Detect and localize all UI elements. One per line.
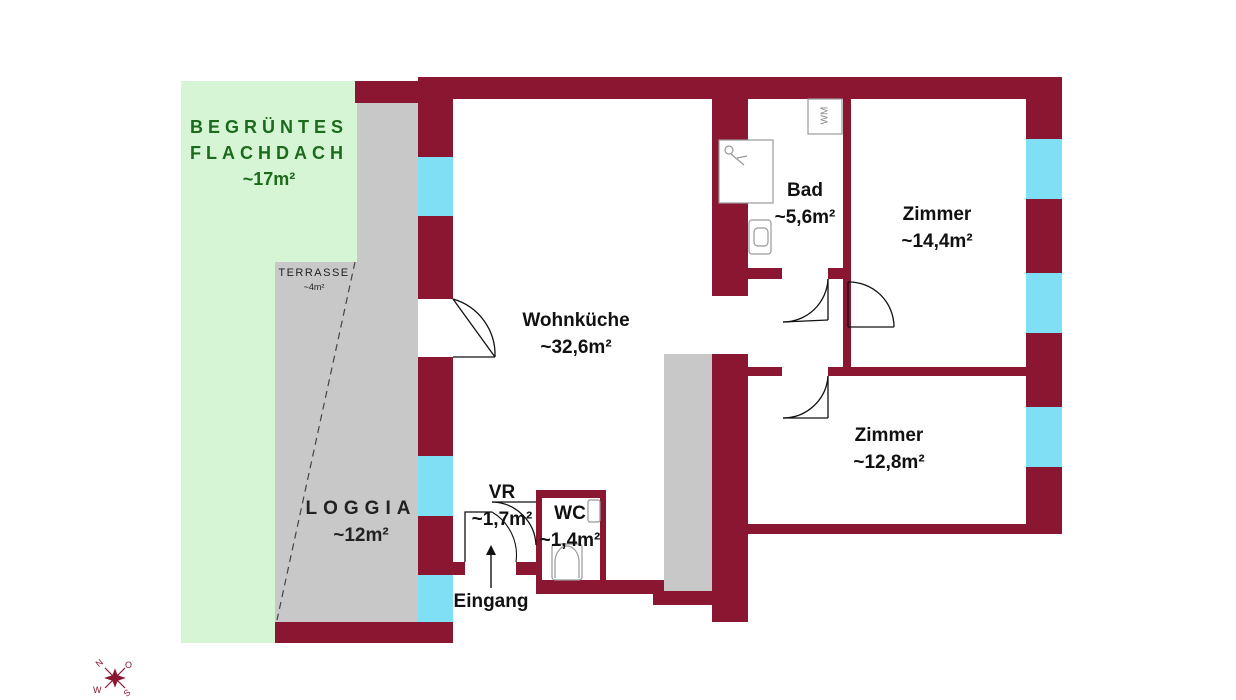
label-zimmer-1: Zimmer ~14,4m² [901,204,973,252]
label-wc: WC ~1,4m² [539,503,601,551]
shower-tray [718,139,774,204]
label-loggia: LOGGIA ~12m² [305,498,417,546]
label-flachdach: BEGRÜNTES FLACHDACH ~17m² [189,117,348,189]
compass-o: O [125,660,133,670]
loggia-area [275,103,418,622]
bath-fixtures [551,98,843,581]
door-swings [452,278,895,563]
terrace-divider-line [276,261,356,621]
label-zimmer-2: Zimmer ~12,8m² [853,425,925,473]
entrance-arrow-head [486,545,496,555]
label-bad: Bad ~5,6m² [774,180,836,228]
label-vr: VR ~1,7m² [471,482,533,530]
compass-rose [104,667,126,689]
compass-w: W [93,685,102,695]
wc-cistern [587,499,601,523]
washing-machine-label: WM [819,106,831,125]
washing-machine [807,98,843,135]
label-eingang: Eingang [453,591,529,612]
windows [418,139,1062,622]
label-wohnkueche: Wohnküche ~32,6m² [522,310,630,358]
wc-toilet [551,543,583,581]
label-terrasse: TERRASSE ~4m² [278,267,350,292]
